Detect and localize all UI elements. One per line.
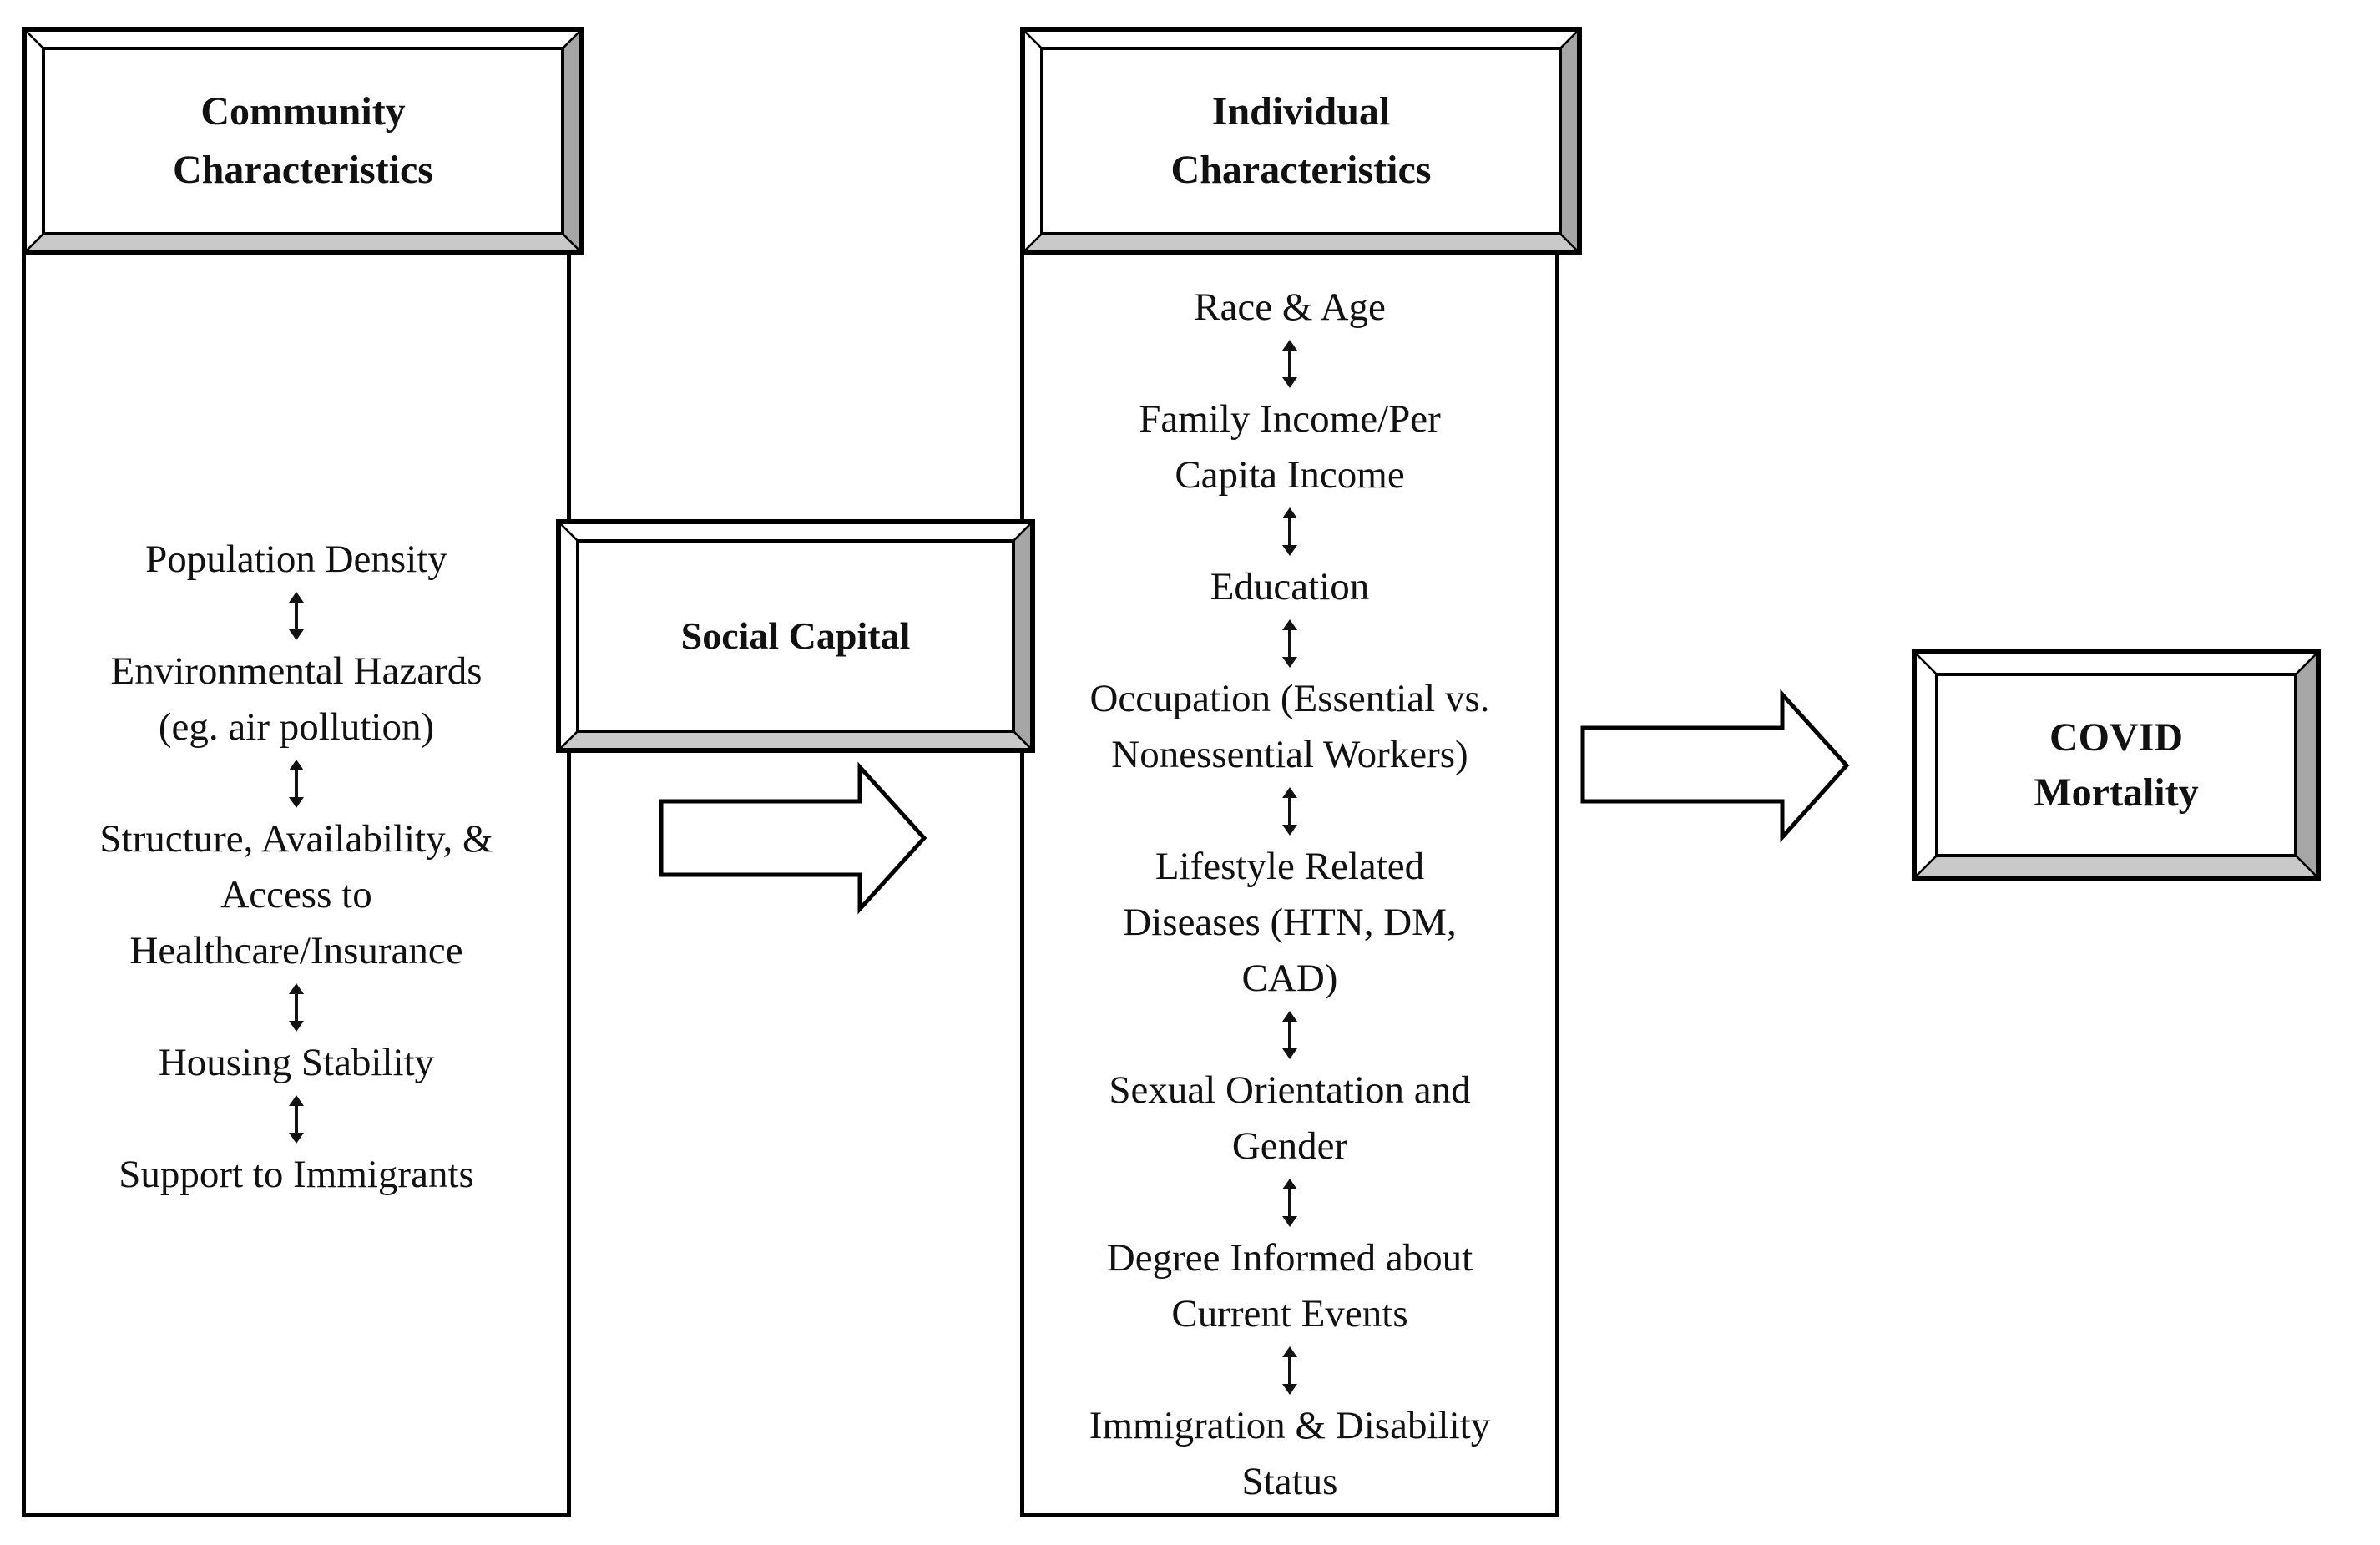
individual-item: Sexual Orientation and [1109,1068,1471,1112]
individual-header-box: Individual Characteristics [1020,27,1582,255]
community-item: Structure, Availability, & [99,817,493,861]
individual-header-label: Individual Characteristics [1043,50,1559,232]
community-header-box: Community Characteristics [22,27,584,255]
bevel-frame [22,27,584,255]
bevel-frame [556,519,1035,753]
social-capital-box: Social Capital [556,519,1035,753]
bevel-frame [1912,649,2321,881]
updown-arrow-icon [1282,619,1297,668]
individual-item: Family Income/Per [1139,397,1441,441]
community-column [22,250,571,1517]
bevel-frame [1020,27,1582,255]
community-header-label: Community Characteristics [45,50,561,232]
updown-arrow-icon [1282,1178,1297,1227]
individual-column [1020,250,1559,1517]
community-item: Population Density [145,538,447,581]
individual-item: Nonessential Workers) [1111,733,1468,776]
covid-line2: Mortality [2034,770,2199,815]
updown-arrow-row [1020,1007,1559,1063]
social-capital-text: Social Capital [680,614,911,657]
community-item: Access to [220,873,372,916]
updown-arrow-icon [289,1094,304,1144]
updown-arrow-row [22,588,571,644]
covid-line1: COVID [2049,714,2183,760]
individual-item: CAD) [1241,957,1338,1000]
community-header-line1: Community [200,89,406,134]
updown-arrow-row [1020,783,1559,839]
updown-arrow-icon [1282,507,1297,556]
updown-arrow-row [1020,615,1559,671]
updown-arrow-row [22,979,571,1035]
community-header-line2: Characteristics [173,148,433,192]
individual-item: Capita Income [1175,453,1405,497]
updown-arrow-icon [289,591,304,640]
updown-arrow-icon [289,982,304,1032]
social-capital-label: Social Capital [579,543,1012,730]
updown-arrow-row [1020,336,1559,391]
updown-arrow-icon [1282,1010,1297,1059]
individual-items: Race & Age Family Income/Per Capita Inco… [1020,280,1559,1510]
updown-arrow-row [1020,503,1559,559]
community-item: (eg. air pollution) [158,705,435,749]
community-item: Housing Stability [158,1041,435,1084]
updown-arrow-row [1020,1174,1559,1230]
community-items: Population Density Environmental Hazards… [22,532,571,1203]
community-item: Support to Immigrants [119,1153,474,1196]
updown-arrow-icon [1282,1346,1297,1395]
individual-header-line1: Individual [1211,89,1391,134]
updown-arrow-icon [1282,786,1297,836]
individual-item: Current Events [1171,1292,1408,1335]
individual-item: Lifestyle Related [1155,845,1425,888]
right-arrow-to-covid [1580,689,1850,843]
individual-item: Degree Informed about [1106,1236,1473,1280]
updown-arrow-row [22,755,571,811]
individual-item: Gender [1231,1124,1348,1168]
individual-item: Diseases (HTN, DM, [1123,901,1457,944]
individual-item: Race & Age [1194,285,1386,329]
right-arrow-to-individual [659,761,927,915]
individual-item: Education [1210,565,1370,608]
individual-item: Occupation (Essential vs. [1089,677,1490,720]
updown-arrow-icon [289,759,304,808]
individual-item: Immigration & Disability [1089,1404,1491,1447]
covid-mortality-box: COVID Mortality [1912,649,2321,881]
updown-arrow-icon [1282,339,1297,388]
individual-item: Status [1241,1460,1338,1503]
updown-arrow-row [1020,1342,1559,1398]
covid-mortality-label: COVID Mortality [1935,673,2297,857]
individual-header-line2: Characteristics [1170,148,1432,192]
updown-arrow-row [22,1091,571,1147]
community-item: Healthcare/Insurance [129,929,463,972]
community-item: Environmental Hazards [110,649,483,693]
